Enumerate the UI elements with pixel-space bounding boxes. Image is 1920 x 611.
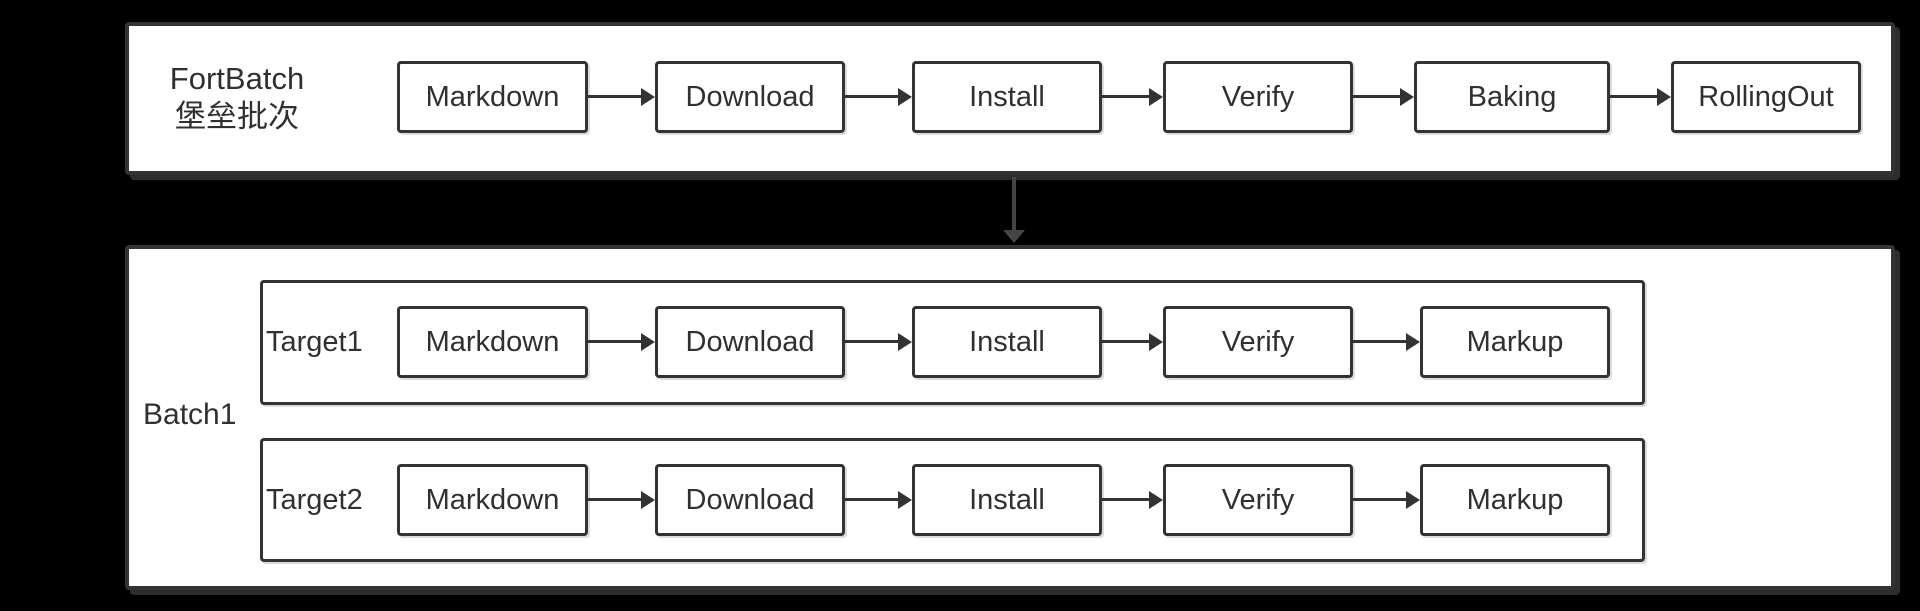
target2-stage-verify: Verify	[1163, 464, 1353, 536]
target2-stage-install: Install	[912, 464, 1102, 536]
fortbatch-stage-rollingout: RollingOut	[1671, 61, 1861, 133]
arrow-down-head	[1003, 230, 1025, 243]
target2-row: Target2 Markdown Download Install Verify…	[260, 438, 1645, 562]
arrow-right-icon	[1353, 88, 1414, 106]
batch1-label: Batch1	[143, 398, 237, 431]
fortbatch-container: FortBatch 堡垒批次 Markdown Download Install…	[125, 22, 1895, 175]
arrow-right-icon	[588, 88, 655, 106]
fortbatch-stage-verify: Verify	[1163, 61, 1353, 133]
target1-stage-markup: Markup	[1420, 306, 1610, 378]
arrow-right-icon	[845, 491, 912, 509]
fortbatch-stage-download: Download	[655, 61, 845, 133]
arrow-right-icon	[588, 333, 655, 351]
arrow-right-icon	[1102, 333, 1163, 351]
batch1-container: Batch1 Target1 Markdown Download Install…	[125, 245, 1895, 590]
arrow-right-icon	[1102, 491, 1163, 509]
arrow-right-icon	[1102, 88, 1163, 106]
arrow-right-icon	[588, 491, 655, 509]
arrow-right-icon	[845, 333, 912, 351]
fortbatch-stage-markdown: Markdown	[397, 61, 588, 133]
target1-stage-install: Install	[912, 306, 1102, 378]
fortbatch-label-zh: 堡垒批次	[175, 99, 299, 134]
target1-row: Target1 Markdown Download Install Verify…	[260, 280, 1645, 405]
target2-stage-markup: Markup	[1420, 464, 1610, 536]
target2-stage-download: Download	[655, 464, 845, 536]
fortbatch-stage-baking: Baking	[1414, 61, 1610, 133]
target2-label: Target2	[266, 483, 363, 516]
target2-stage-markdown: Markdown	[397, 464, 588, 536]
arrow-down-line	[1012, 177, 1016, 231]
arrow-right-icon	[845, 88, 912, 106]
fortbatch-label: FortBatch 堡垒批次	[137, 60, 337, 136]
target1-stage-markdown: Markdown	[397, 306, 588, 378]
fortbatch-label-en: FortBatch	[169, 61, 305, 96]
arrow-right-icon	[1610, 88, 1671, 106]
target1-stage-verify: Verify	[1163, 306, 1353, 378]
arrow-right-icon	[1353, 333, 1420, 351]
arrow-right-icon	[1353, 491, 1420, 509]
target1-stage-download: Download	[655, 306, 845, 378]
target1-label: Target1	[266, 326, 363, 358]
fortbatch-stage-install: Install	[912, 61, 1102, 133]
arrow-down-icon	[1003, 177, 1025, 243]
